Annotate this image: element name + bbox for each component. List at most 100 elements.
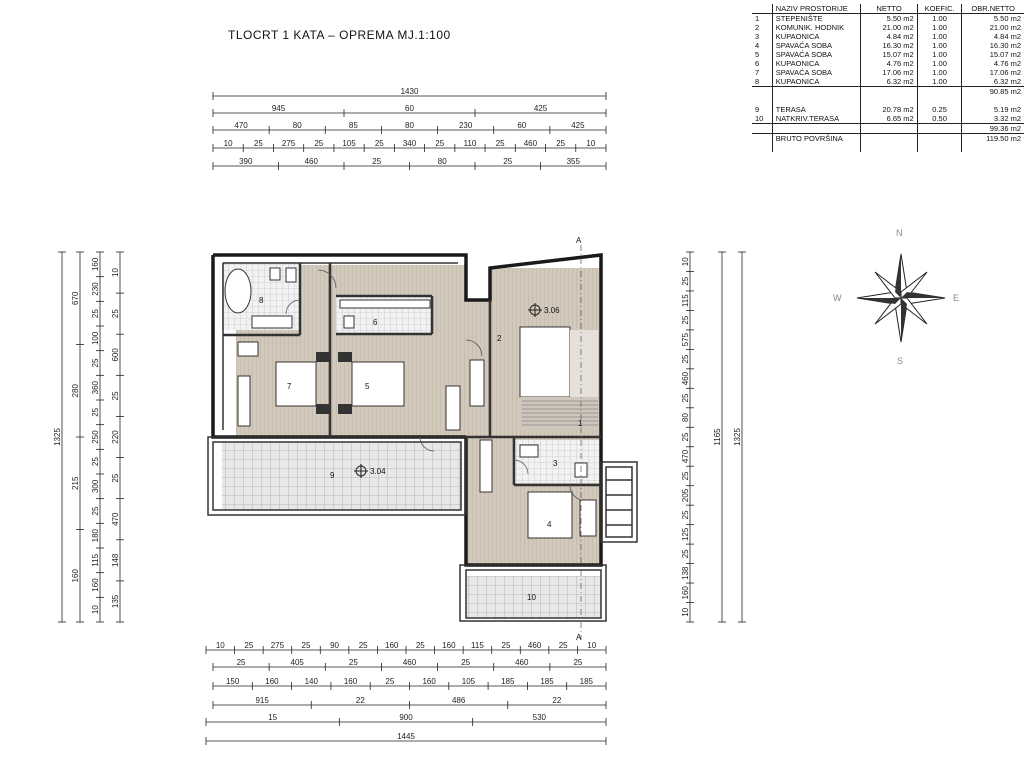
- dimension-label: 185: [580, 677, 594, 686]
- table-cell: 9: [755, 105, 760, 114]
- dimension-label: 25: [416, 641, 425, 650]
- dimension-label: 10: [224, 139, 233, 148]
- dimension-label: 25: [302, 641, 311, 650]
- dimension-label: 25: [375, 139, 384, 148]
- table-cell: 16.30 m2: [860, 41, 918, 50]
- dimension-label: 115: [681, 294, 690, 307]
- room-area-table: NAZIV PROSTORIJE NETTO KOEFIC. OBR.NETTO…: [752, 4, 1024, 152]
- dimension-label: 25: [372, 157, 381, 166]
- dimension-label: 22: [356, 696, 365, 705]
- dimension-label: 25: [681, 471, 690, 480]
- dimension-label: 160: [265, 677, 279, 686]
- table-cell: 15.07 m2: [961, 50, 1024, 59]
- table-cell: SPAVAĆA SOBA: [771, 68, 861, 77]
- room-label-6: 6: [373, 318, 378, 327]
- dimension-label: 25: [681, 432, 690, 441]
- dimension-label: 1325: [53, 428, 62, 446]
- dimension-label: 25: [314, 139, 323, 148]
- dimension-label: 425: [534, 104, 548, 113]
- dimension-label: 460: [524, 139, 538, 148]
- dimension-label: 250: [91, 430, 100, 444]
- dimension-label: 105: [342, 139, 356, 148]
- dimension-label: 148: [111, 553, 120, 567]
- table-cell: 1.00: [916, 59, 962, 68]
- dimension-label: 25: [556, 139, 565, 148]
- dimension-label: 115: [91, 553, 100, 566]
- table-subtotal-1: 90.85 m2: [961, 86, 1024, 96]
- dimension-label: 25: [503, 157, 512, 166]
- table-header-koef: KOEFIC.: [916, 4, 962, 14]
- table-cell: 1.00: [916, 32, 962, 41]
- table-cell: 1.00: [916, 41, 962, 50]
- dimension-label: 25: [502, 641, 511, 650]
- dimension-label: 10: [111, 268, 120, 277]
- left-dim-col-1: 1325: [53, 251, 66, 623]
- dimension-label: 25: [91, 407, 100, 416]
- table-cell: 21.00 m2: [961, 23, 1024, 32]
- table-cell: 4.76 m2: [860, 59, 918, 68]
- compass-n: N: [896, 228, 903, 238]
- dimension-label: 25: [111, 391, 120, 400]
- dimension-label: 25: [573, 658, 582, 667]
- dimension-label: 355: [567, 157, 581, 166]
- dimension-label: 915: [255, 696, 269, 705]
- dimension-label: 135: [111, 594, 120, 608]
- dimension-label: 230: [91, 282, 100, 296]
- drawing-title: TLOCRT 1 KATA – OPREMA MJ.1:100: [228, 28, 451, 42]
- building-outline: [207, 245, 638, 640]
- dimension-label: 180: [91, 528, 100, 542]
- right-dim-col-2: 1165: [713, 251, 726, 623]
- dimension-label: 486: [452, 696, 466, 705]
- table-cell: 0.50: [916, 114, 962, 124]
- table-cell: 10: [755, 114, 764, 123]
- dimension-label: 90: [330, 641, 339, 650]
- dimension-label: 60: [517, 121, 526, 130]
- table-cell: 5: [755, 50, 760, 59]
- table-cell: KUPAONICA: [771, 59, 861, 68]
- table-cell: 4.84 m2: [961, 32, 1024, 41]
- dimension-label: 25: [244, 641, 253, 650]
- dimension-label: 1325: [733, 428, 742, 446]
- dimension-label: 220: [111, 430, 120, 444]
- dimension-label: 390: [239, 157, 253, 166]
- compass-w: W: [833, 293, 842, 303]
- dimension-label: 25: [385, 677, 394, 686]
- dimension-label: 25: [111, 473, 120, 482]
- table-cell: STEPENIŠTE: [771, 13, 861, 23]
- dimension-label: 25: [681, 276, 690, 285]
- dimension-label: 470: [681, 449, 690, 463]
- dimension-label: 185: [501, 677, 515, 686]
- table-cell: 5.19 m2: [961, 105, 1024, 114]
- table-cell: 17.06 m2: [961, 68, 1024, 77]
- dimension-label: 275: [282, 139, 296, 148]
- table-subtotal-2: 99.36 m2: [961, 123, 1024, 134]
- table-header-num: [752, 4, 773, 14]
- table-cell: 6.32 m2: [860, 77, 918, 87]
- table-cell: 0.25: [916, 105, 962, 114]
- table-cell: 3.32 m2: [961, 114, 1024, 124]
- table-cell: 8: [755, 77, 760, 86]
- table-cell: 4.84 m2: [860, 32, 918, 41]
- room-label-5: 5: [365, 382, 370, 391]
- table-subtotal-row: 90.85 m2: [752, 86, 1024, 96]
- dimension-label: 900: [399, 713, 413, 722]
- dimension-label: 300: [91, 479, 100, 493]
- table-gross-label: BRUTO POVRŠINA: [771, 133, 861, 143]
- level-hall: 3.06: [544, 306, 560, 315]
- table-cell: NATKRIV.TERASA: [771, 114, 861, 124]
- table-cell: KOMUNIK. HODNIK: [771, 23, 861, 32]
- right-dim-col-1: 1025115255752546025802547025205251252513…: [681, 251, 694, 623]
